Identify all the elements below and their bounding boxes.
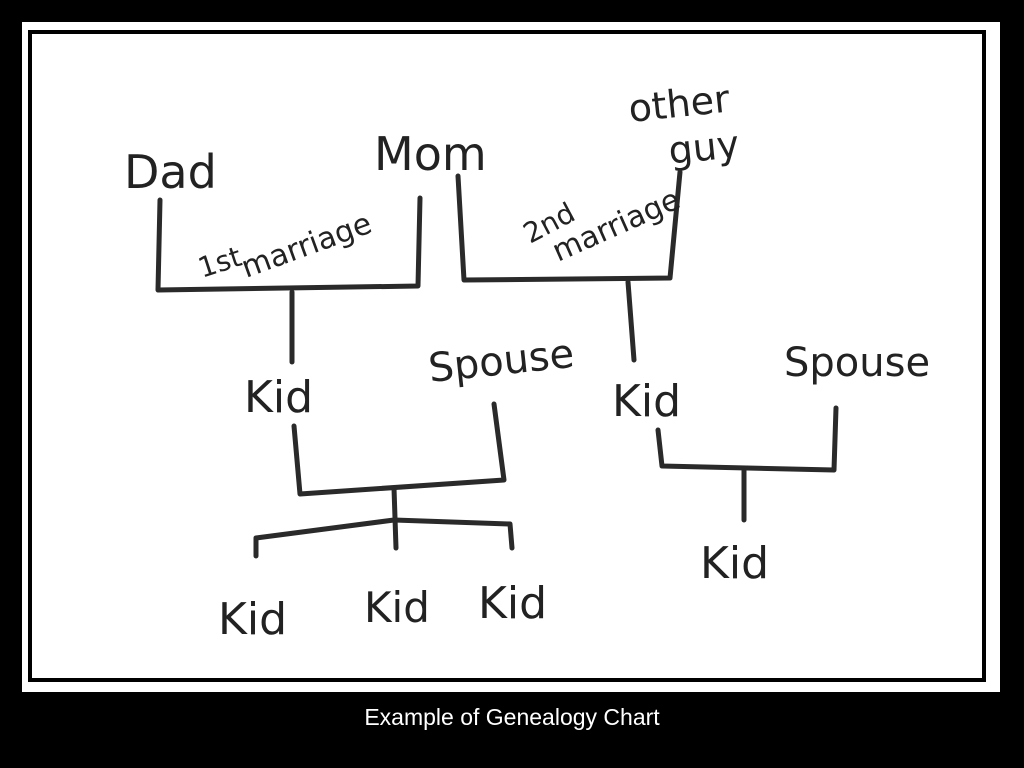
grandkid-2-label: Kid	[364, 583, 430, 632]
grandkids-branch	[253, 517, 515, 559]
left-couple-connector	[291, 401, 507, 497]
mom-label: Mom	[374, 127, 487, 181]
second-marriage-connector	[455, 169, 683, 283]
other-guy-label-line2: guy	[666, 122, 741, 173]
grandkid-3-label: Kid	[478, 578, 547, 629]
grandkid-1-label: Kid	[218, 594, 287, 645]
spouse-left-label: Spouse	[426, 331, 576, 392]
second-marriage-descent-line	[625, 279, 637, 363]
dad-label: Dad	[124, 145, 217, 199]
grandkid-4-label: Kid	[700, 538, 769, 589]
diagram-frame	[28, 30, 986, 682]
first-marriage-connector	[155, 195, 423, 293]
right-couple-connector	[655, 405, 839, 473]
first-marriage-label: marriage	[237, 206, 377, 285]
first-marriage-number: 1st	[194, 240, 245, 285]
other-guy-label-line1: other	[626, 77, 732, 131]
kid-second-marriage-label: Kid	[612, 376, 681, 427]
spouse-right-label: Spouse	[784, 340, 930, 386]
genealogy-diagram: Dad Mom other guy 1st marriage 2nd marri…	[28, 30, 986, 682]
kid-first-marriage-label: Kid	[244, 372, 313, 423]
slide-caption: Example of Genealogy Chart	[364, 704, 660, 730]
